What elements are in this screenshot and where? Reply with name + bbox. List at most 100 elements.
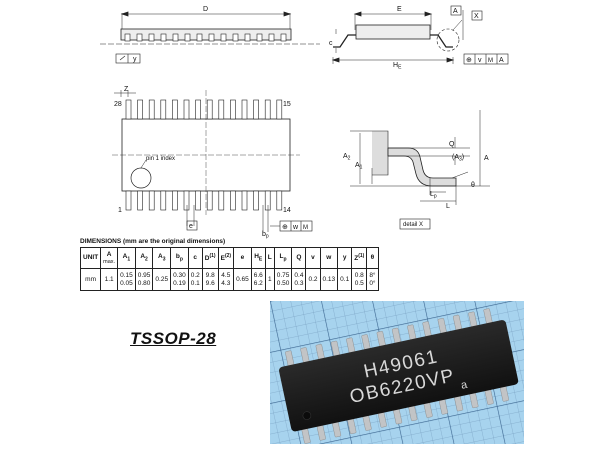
dimensions-header-cell: UNIT	[79, 247, 102, 269]
side-lead	[232, 33, 239, 42]
dimensions-header-cell: A1	[117, 247, 136, 269]
plan-lead-bottom	[218, 190, 225, 211]
dimensions-cell: 0.2	[305, 268, 321, 291]
plan-lead-bottom	[230, 190, 236, 211]
side-lead	[244, 33, 251, 42]
dimensions-cell: 0.65	[233, 268, 252, 291]
dimensions-cell: 1.1	[100, 268, 119, 291]
plan-tol-1: ⊕	[282, 224, 288, 231]
chip-pin1-dot	[302, 411, 312, 420]
dimensions-cell: 0.13	[319, 268, 339, 291]
chip-body	[279, 320, 519, 432]
plan-lead-top	[276, 99, 283, 120]
plan-lead-bottom	[137, 190, 143, 211]
plan-lead-bottom	[172, 190, 178, 211]
plan-lead-bottom	[241, 190, 248, 211]
end-tol-2: v	[478, 57, 482, 64]
dimensions-cell: 0.1	[337, 268, 353, 291]
plan-view	[112, 90, 313, 232]
plan-lead-top	[195, 99, 201, 120]
plan-lead-top	[264, 99, 271, 120]
dimensions-header-cell: A3	[152, 247, 172, 269]
dim-Q-label: Q	[449, 141, 455, 148]
plan-lead-top	[241, 99, 248, 120]
side-lead	[280, 33, 287, 42]
dimensions-header-cell: bp	[170, 247, 189, 269]
side-lead	[220, 33, 227, 42]
dim-E-label: E	[397, 6, 402, 13]
side-lead	[268, 33, 275, 42]
plan-lead-bottom	[276, 190, 283, 211]
dim-bp-label: bp	[262, 231, 269, 240]
side-lead	[256, 33, 263, 42]
dim-Z-label: Z	[124, 86, 129, 93]
pin-15-label: 15	[283, 101, 291, 108]
plan-lead-bottom	[195, 190, 201, 211]
dimensions-header-cell: w	[319, 247, 339, 269]
plan-lead-top	[172, 99, 178, 120]
dimensions-cell: 0.25	[152, 268, 172, 291]
pin-28-label: 28	[114, 101, 122, 108]
side-lead	[136, 33, 143, 42]
detail-x-view	[350, 110, 490, 230]
flatness-y-label: y	[133, 56, 137, 63]
side-lead	[160, 33, 167, 42]
plan-tol-2: w	[292, 224, 299, 231]
datum-A-label: A	[453, 8, 458, 15]
dimensions-header-cell: HE	[250, 247, 266, 269]
package-label: TSSOP-28	[130, 329, 217, 348]
dimensions-header-cell: v	[305, 247, 321, 269]
theta-label: θ	[471, 182, 475, 189]
plan-lead-top	[137, 99, 143, 120]
plan-lead-top	[125, 99, 132, 120]
chip-marking-mark: a	[460, 379, 469, 392]
pin1-index-label: pin 1 index	[146, 156, 175, 162]
dim-A2-label: A2	[343, 153, 351, 162]
side-lead	[184, 33, 191, 42]
plan-lead-top	[218, 99, 225, 120]
side-lead	[196, 33, 203, 42]
side-lead	[172, 33, 179, 42]
plan-lead-bottom	[206, 190, 213, 211]
dimensions-header-cell: Lp	[273, 247, 293, 269]
plan-lead-top	[230, 99, 236, 120]
chip-pins	[285, 308, 509, 444]
plan-lead-bottom	[148, 190, 155, 211]
side-lead	[148, 33, 155, 42]
plan-lead-bottom	[125, 190, 132, 211]
dimensions-header-cell: c	[187, 247, 203, 269]
pin-14-label: 14	[283, 207, 291, 214]
dim-Lp-label: Lp	[430, 191, 437, 200]
dim-A-label: A	[484, 155, 489, 162]
side-view	[100, 11, 320, 64]
plan-lead-top	[206, 99, 213, 120]
plan-tol-3: M	[303, 225, 308, 231]
dim-D-label: D	[203, 6, 208, 13]
plan-lead-bottom	[264, 190, 271, 211]
plan-lead-bottom	[183, 190, 190, 211]
dimensions-header-cell: L	[264, 247, 275, 269]
dim-HE-label: HE	[393, 62, 402, 71]
dimensions-cell: mm	[79, 268, 102, 291]
dimensions-header-cell: e	[233, 247, 252, 269]
plan-lead-bottom	[253, 190, 259, 211]
end-tol-3: M	[488, 58, 493, 64]
plan-lead-top	[253, 99, 259, 120]
pin-1-label: 1	[118, 207, 122, 214]
plan-lead-bottom	[160, 190, 167, 211]
end-view	[331, 5, 509, 65]
end-tol-1: ⊕	[466, 57, 472, 64]
